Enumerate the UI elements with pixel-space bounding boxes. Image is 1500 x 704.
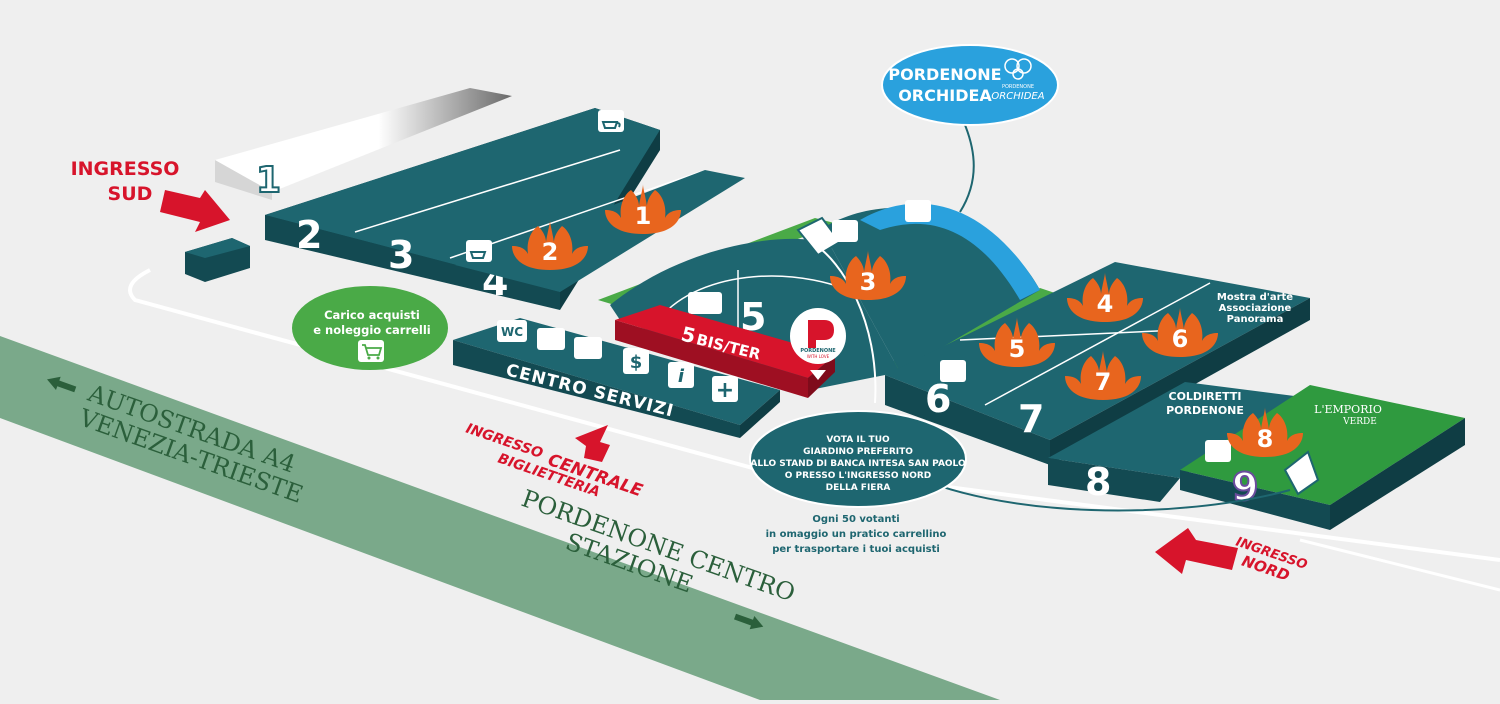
coffee-icon <box>574 337 602 359</box>
cart-icon <box>358 340 384 362</box>
shower-icon <box>537 328 565 350</box>
lotus-marker-1[interactable]: 1 <box>605 184 681 234</box>
boundary-north <box>1299 538 1500 592</box>
lotus-marker-2[interactable]: 2 <box>512 220 588 270</box>
orchidea-bubble[interactable]: PORDENONE ORCHIDEA PORDENONE ORCHIDEA <box>881 44 1059 126</box>
lotus-number: 3 <box>860 268 877 296</box>
hall-5bis-number: 5 <box>679 322 698 349</box>
coffee-icon <box>832 220 858 242</box>
lotus-layer: 1 2 3 4 5 6 7 8 <box>512 184 1303 457</box>
wc-icon: WC <box>497 320 527 342</box>
coldiretti-line1: COLDIRETTI <box>1169 390 1242 403</box>
vote-line4: O PRESSO L'INGRESSO NORD <box>785 471 932 481</box>
pordenone-with-love-pin[interactable]: PORDENONE WITH LOVE <box>790 308 846 380</box>
lotus-number: 1 <box>635 202 652 230</box>
vote-line1: VOTA IL TUO <box>826 435 890 445</box>
restaurant-icon <box>905 200 931 222</box>
vote-note-line2: in omaggio un pratico carrellino <box>766 529 947 540</box>
orchidea-logo-small: PORDENONE <box>1002 84 1034 90</box>
pwl-line1: PORDENONE <box>800 348 836 354</box>
hall-2-number: 2 <box>296 213 322 257</box>
hall-1[interactable]: 1 <box>215 88 512 202</box>
arrow-right-icon <box>734 613 764 630</box>
entrance-north[interactable]: INGRESSO NORD <box>1155 528 1309 589</box>
entrance-south-arrow-icon <box>160 190 230 232</box>
vote-note: Ogni 50 votanti in omaggio un pratico ca… <box>766 514 947 555</box>
lotus-marker-5[interactable]: 5 <box>979 317 1055 367</box>
road-band <box>0 336 1000 700</box>
first-aid-icon: + <box>712 376 738 403</box>
hall-9-number: 9 <box>1232 465 1258 509</box>
emporio-line2: VERDE <box>1342 417 1377 427</box>
entrance-north-arrow-icon <box>1155 528 1238 574</box>
carico-line1: Carico acquisti <box>324 308 420 322</box>
orchidea-line2: ORCHIDEA <box>898 86 992 105</box>
entrance-central-arrow-icon <box>575 425 610 462</box>
vote-line5: DELLA FIERA <box>826 483 891 493</box>
ballot-box-icon <box>1283 450 1320 496</box>
panorama-label: Mostra d'arte Associazione Panorama <box>1217 292 1293 325</box>
vote-note-line1: Ogni 50 votanti <box>812 514 899 525</box>
hall-5-bis-ter[interactable]: 5 BIS/TER <box>615 305 835 398</box>
info-glyph: i <box>678 366 685 387</box>
lotus-number: 6 <box>1172 325 1189 353</box>
lotus-marker-3[interactable]: 3 <box>830 250 906 300</box>
hall-3-number: 3 <box>388 233 414 277</box>
info-icon: i <box>668 362 694 388</box>
dollar-glyph: $ <box>630 352 643 373</box>
lotus-number: 8 <box>1257 425 1274 453</box>
hall-1-number: 1 <box>256 160 281 201</box>
wc-label: WC <box>501 325 523 339</box>
lotus-marker-7[interactable]: 7 <box>1065 350 1141 400</box>
orchidea-logo-big: ORCHIDEA <box>991 91 1044 102</box>
emporio-line1: L'EMPORIO <box>1314 403 1382 416</box>
connector-line-orchidea <box>959 124 975 213</box>
entrance-south-line1: INGRESSO <box>71 158 180 180</box>
arrow-left-icon <box>47 376 77 393</box>
entrance-south[interactable]: INGRESSO SUD <box>71 158 230 232</box>
coffee-icon <box>940 360 966 382</box>
dollar-icon: $ <box>623 348 649 374</box>
lotus-marker-8[interactable]: 8 <box>1227 407 1303 457</box>
lotus-number: 4 <box>1097 290 1114 318</box>
shower-icon <box>688 292 722 314</box>
coldiretti-label: COLDIRETTI PORDENONE <box>1166 390 1244 417</box>
hall-7-number: 7 <box>1018 397 1044 441</box>
vote-line3: ALLO STAND DI BANCA INTESA SAN PAOLO <box>750 459 966 469</box>
carico-acquisti[interactable]: Carico acquisti e noleggio carrelli <box>292 286 448 370</box>
gate-booth <box>185 238 250 282</box>
lotus-marker-6[interactable]: 6 <box>1142 307 1218 357</box>
panorama-line1: Mostra d'arte <box>1217 292 1293 303</box>
coldiretti-line2: PORDENONE <box>1166 404 1244 417</box>
lotus-marker-4[interactable]: 4 <box>1067 272 1143 322</box>
arena[interactable] <box>820 203 1040 372</box>
entrance-south-line2: SUD <box>108 183 153 205</box>
orchid-icon <box>1004 58 1032 80</box>
vote-bubble[interactable]: VOTA IL TUO GIARDINO PREFERITO ALLO STAN… <box>749 410 967 508</box>
panorama-line2: Associazione <box>1219 303 1292 314</box>
vote-line2: GIARDINO PREFERITO <box>803 447 913 457</box>
lotus-number: 2 <box>542 238 559 266</box>
hall-8[interactable]: 8 <box>1048 382 1310 504</box>
coffee-icon <box>598 110 624 132</box>
orchidea-line1: PORDENONE <box>888 65 1001 84</box>
hall-8-number: 8 <box>1085 460 1111 504</box>
carico-line2: e noleggio carrelli <box>313 323 431 337</box>
lotus-number: 7 <box>1095 368 1112 396</box>
panorama-line3: Panorama <box>1227 314 1284 325</box>
pwl-line2: WITH LOVE <box>807 354 830 359</box>
hall-6-number: 6 <box>925 377 951 421</box>
vote-note-line3: per trasportare i tuoi acquisti <box>772 544 940 555</box>
lotus-number: 5 <box>1009 335 1026 363</box>
emporio-verde-logo: L'EMPORIO VERDE <box>1314 403 1382 427</box>
pwl-logo-icon <box>808 320 834 348</box>
plus-glyph: + <box>716 378 734 403</box>
coffee-icon <box>466 240 492 262</box>
hall-9[interactable]: 9 <box>1180 385 1465 530</box>
coffee-icon <box>1205 440 1231 462</box>
